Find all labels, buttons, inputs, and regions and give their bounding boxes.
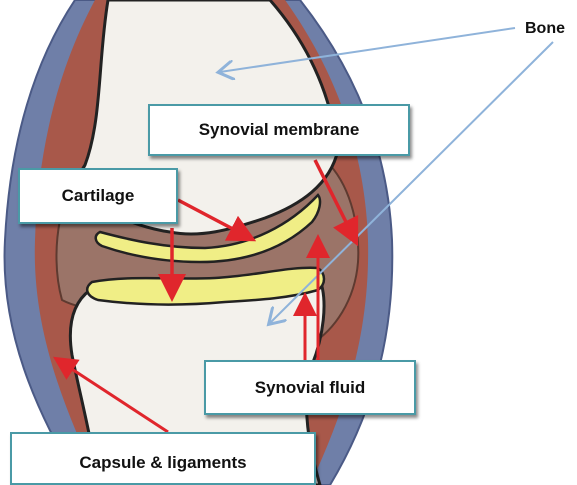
capsule-ligaments-label: Capsule & ligaments <box>10 432 316 485</box>
cartilage-label: Cartilage <box>18 168 178 224</box>
synovial-fluid-label: Synovial fluid <box>204 360 416 415</box>
bone-label: Bone <box>525 20 565 38</box>
synovial-membrane-label: Synovial membrane <box>148 104 410 156</box>
